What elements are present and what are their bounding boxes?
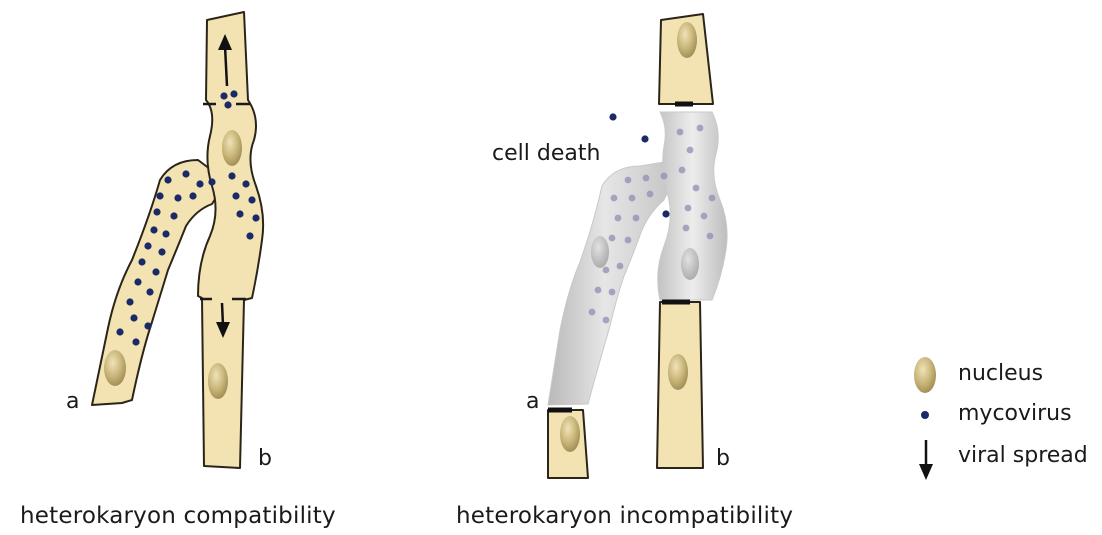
hypha-b	[198, 12, 263, 468]
legend	[914, 357, 936, 480]
nucleus-icon	[208, 363, 228, 399]
legend-label-mycovirus: mycovirus	[958, 401, 1072, 426]
cell-death-label: cell death	[492, 141, 600, 166]
legend-label-nucleus: nucleus	[958, 361, 1043, 386]
nucleus-icon	[591, 236, 609, 268]
panel-compatibility	[92, 12, 263, 468]
caption-incompatibility: heterokaryon incompatibility	[456, 503, 793, 529]
nucleus-icon	[560, 416, 580, 452]
hypha-b-label: b	[258, 446, 272, 471]
legend-label-viral-spread: viral spread	[958, 443, 1088, 468]
hypha-b-label: b	[716, 446, 730, 471]
arrow-down-icon	[919, 440, 933, 480]
mycovirus-icon	[921, 411, 929, 419]
nucleus-icon	[914, 357, 936, 393]
nucleus-icon	[681, 248, 699, 280]
nucleus-icon	[677, 22, 697, 58]
nucleus-icon	[668, 354, 688, 390]
nucleus-icon	[222, 130, 242, 166]
panel-incompatibility	[548, 14, 727, 478]
nucleus-icon	[104, 350, 126, 386]
caption-compatibility: heterokaryon compatibility	[20, 503, 336, 529]
hypha-a-label: a	[526, 389, 539, 414]
hypha-a-label: a	[66, 389, 79, 414]
